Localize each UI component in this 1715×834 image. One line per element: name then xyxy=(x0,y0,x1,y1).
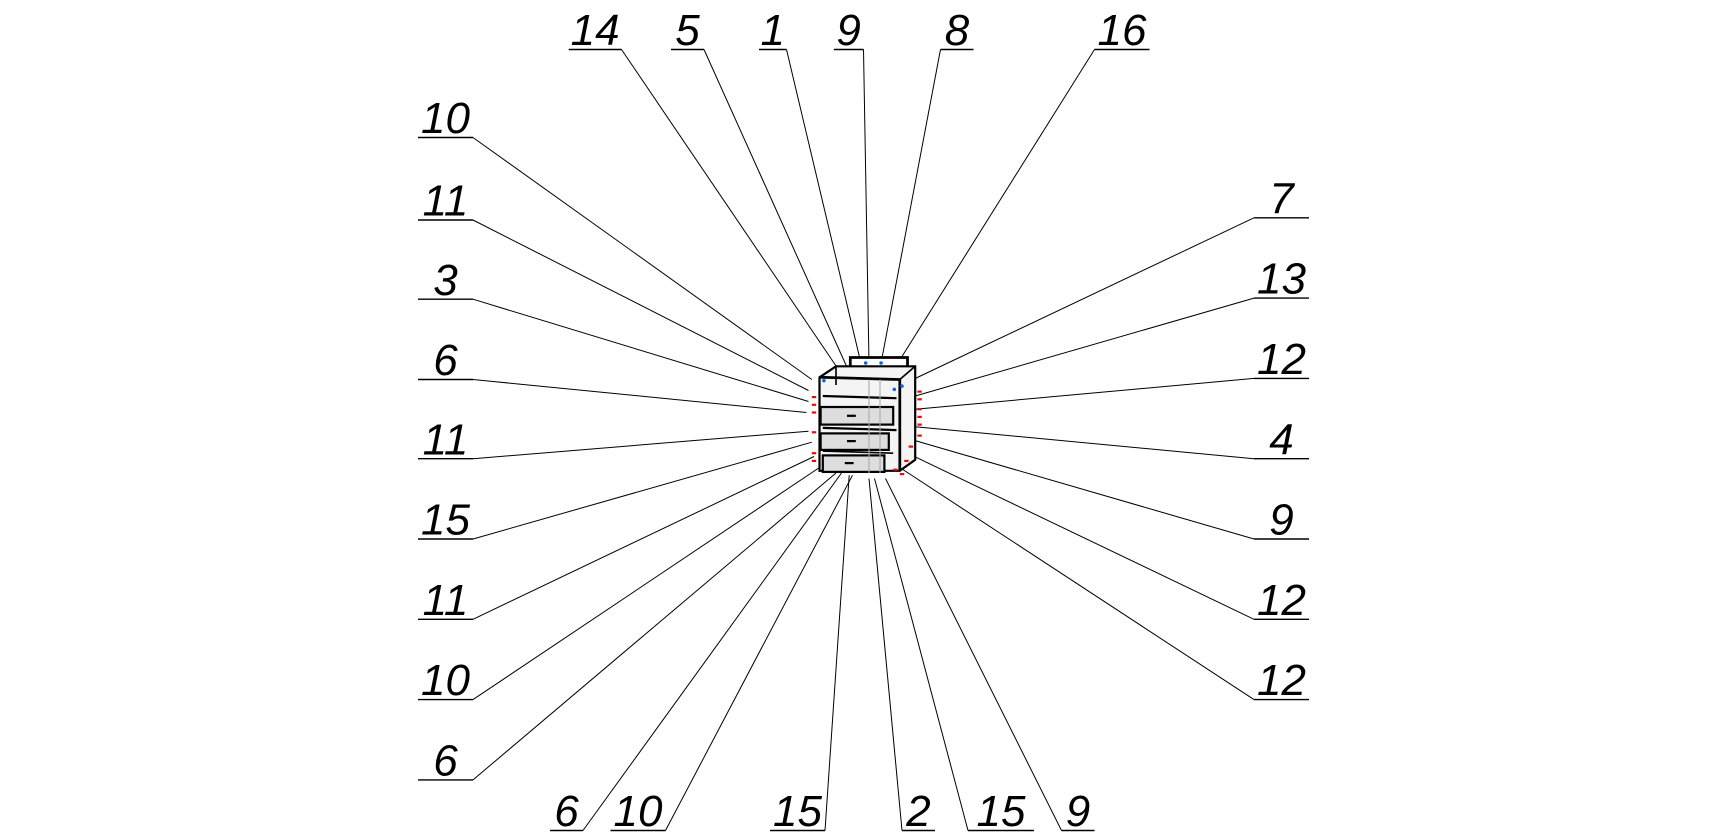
leader-line xyxy=(472,456,815,620)
leader-line xyxy=(868,478,903,831)
callout-number: 10 xyxy=(421,656,470,705)
connector-markers xyxy=(811,390,922,476)
leader-line xyxy=(915,377,1255,410)
callout-number: 15 xyxy=(773,787,822,834)
leader-line xyxy=(786,49,864,375)
callout-number: 12 xyxy=(1257,656,1306,705)
drawer xyxy=(819,405,895,426)
leader-line xyxy=(472,137,813,380)
leader-line xyxy=(472,298,809,402)
leader-line xyxy=(907,452,1255,620)
callout-number: 10 xyxy=(614,787,663,834)
leader-line xyxy=(621,49,842,375)
callout-number: 6 xyxy=(433,737,458,786)
leader-lines xyxy=(418,48,1309,832)
callout-number: 14 xyxy=(571,6,620,55)
leader-line xyxy=(879,49,941,369)
leader-line xyxy=(472,219,809,391)
leader-line xyxy=(472,379,807,413)
leader-line xyxy=(472,467,820,701)
leader-line xyxy=(703,49,853,380)
leader-line xyxy=(863,49,870,364)
callout-number: 9 xyxy=(1066,787,1090,834)
callout-number: 12 xyxy=(1257,576,1306,625)
callout-number: 12 xyxy=(1257,335,1306,384)
callout-number: 5 xyxy=(675,6,700,55)
callout-number: 11 xyxy=(423,177,469,226)
callout-number: 1 xyxy=(761,6,785,55)
callout-number: 6 xyxy=(433,336,458,385)
callout-number: 9 xyxy=(836,6,860,55)
callout-number: 10 xyxy=(421,94,470,143)
callout-number: 16 xyxy=(1098,6,1147,55)
callout-number: 7 xyxy=(1269,174,1295,223)
callout-number: 2 xyxy=(905,787,930,834)
callout-number: 11 xyxy=(423,576,469,625)
leader-line xyxy=(912,217,1255,380)
callout-number: 13 xyxy=(1257,255,1306,304)
leader-line xyxy=(824,475,850,831)
leader-line xyxy=(912,439,1255,540)
leader-line xyxy=(472,472,837,781)
callout-number: 15 xyxy=(421,496,470,545)
callout-number: 11 xyxy=(423,415,469,464)
leader-line xyxy=(915,426,1255,460)
leader-line xyxy=(472,441,812,540)
drawer-cabinet-assembly xyxy=(811,356,922,476)
callout-number: 4 xyxy=(1269,415,1293,464)
leader-line xyxy=(472,430,809,460)
leader-line xyxy=(885,478,1062,831)
callout-labels: 14 5 1 9 8 16 10 11 3 6 11 15 11 10 6 7 13 12 4 9 12 12 6 10 15 2… xyxy=(421,6,1306,834)
callout-number: 15 xyxy=(977,787,1026,834)
callout-number: 8 xyxy=(945,6,970,55)
leader-line xyxy=(874,478,969,831)
leader-line xyxy=(915,297,1255,397)
callout-number: 9 xyxy=(1269,496,1293,545)
leader-line xyxy=(582,472,842,831)
leader-line xyxy=(899,467,1255,701)
leader-line xyxy=(665,474,853,831)
callout-number: 6 xyxy=(554,787,579,834)
leader-line xyxy=(890,49,1095,375)
callout-number: 3 xyxy=(433,256,458,305)
